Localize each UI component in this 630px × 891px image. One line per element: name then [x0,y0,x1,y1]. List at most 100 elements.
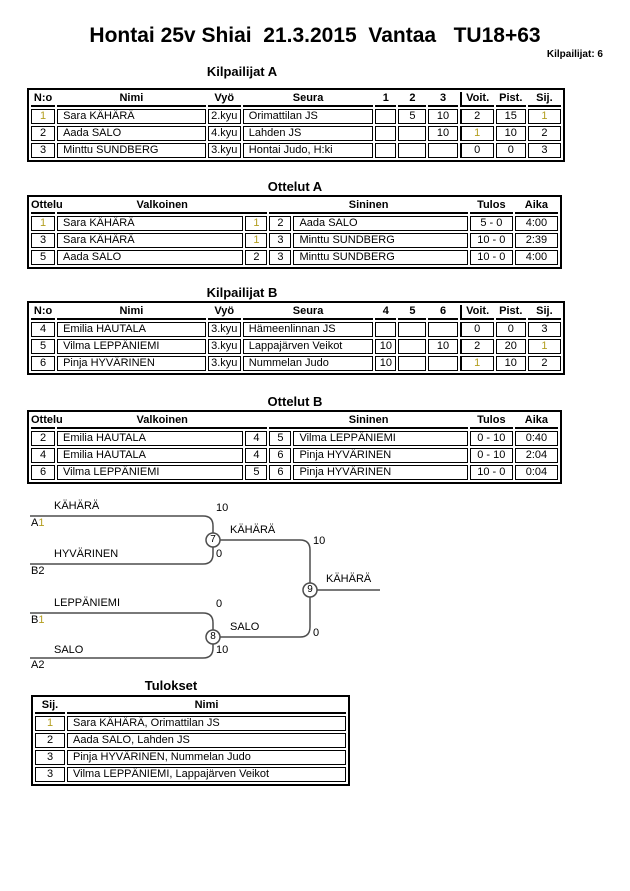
table-cell: 4 [31,322,56,337]
section-heading-tulokset: Tulokset [144,678,198,693]
bracket-entry-tag: A1 [31,517,44,530]
column-header: Vyö [207,92,241,107]
table-cell: 10 [428,339,458,354]
bracket-entry-name: LEPPÄNIEMI [54,597,121,609]
bracket-tag-letter: B [31,565,39,577]
table-cell: 3 [269,250,292,265]
column-header: 5 [398,305,427,320]
table-cell: 10 [375,356,397,371]
table-cell: Minttu SUNDBERG [57,143,206,158]
table-cell: 1 [245,233,268,248]
table-cell: 6 [31,356,56,371]
table-cell: Aada SALO [57,126,206,141]
table-cell: Aada SALO [57,250,244,265]
table-cell: 10 [495,356,526,371]
column-header: Nimi [67,699,346,714]
table-cell: 2 [459,339,494,354]
header-row: N:o Nimi Vyö Seura 4 5 6 Voit. Pist. Sij… [31,305,561,320]
column-header: Valkoinen [57,199,268,214]
bracket-tag-digit: 2 [38,659,45,671]
table-cell: 5 [245,465,268,480]
table-cell: 4 [31,448,56,463]
table-cell: Orimattilan JS [242,109,374,124]
table-cell: 3 [527,143,561,158]
table-cell: Minttu SUNDBERG [293,233,468,248]
table-cell: Hämeenlinnan JS [242,322,374,337]
table-cell: 2 [35,733,65,748]
column-header: Aika [514,199,558,214]
header-row: N:o Nimi Vyö Seura 1 2 3 Voit. Pist. Sij… [31,92,561,107]
section-heading-ottelut-a: Ottelut A [267,179,323,194]
section-heading-kilpailijat-a: Kilpailijat A [206,64,278,79]
table-cell: 5 [31,250,56,265]
table-cell: 1 [459,126,494,141]
table-cell: 3 [31,143,56,158]
bracket-score: 10 [216,644,229,656]
table-cell: 3 [31,233,56,248]
table-cell: 2:04 [514,448,558,463]
column-header: Seura [242,92,374,107]
table-cell: 0 - 10 [469,431,513,446]
table-cell: 1 [35,716,65,731]
bracket-winner-name: SALO [230,621,260,633]
table-cell: 10 - 0 [469,465,513,480]
table-cell: 1 [459,356,494,371]
table-cell: 0 [495,143,526,158]
table-cell: 0:40 [514,431,558,446]
bracket-entry-tag: A2 [31,659,44,672]
bracket-entry-tag: B1 [31,614,44,627]
column-header: Aika [514,414,558,429]
table-cell: 6 [31,465,56,480]
table-cell: 3.kyu [207,356,241,371]
column-header: Pist. [495,305,526,320]
table-cell [428,356,458,371]
bracket-score: 10 [216,502,229,514]
table-cell: Pinja HYVÄRINEN [293,448,468,463]
bracket-lines [30,515,380,659]
table-cell: 1 [527,109,561,124]
table-cell: Sara KÄHÄRÄ [57,109,206,124]
table-cell: Lahden JS [242,126,374,141]
table-cell [398,322,427,337]
table-cell [375,126,397,141]
bracket-tag-letter: A [31,517,39,529]
table-cell: 4:00 [514,216,558,231]
column-header: Valkoinen [57,414,268,429]
table-cell: 5 [31,339,56,354]
bracket-tag-digit: 1 [38,614,45,626]
table-cell: 3.kyu [207,339,241,354]
table-cell: 0:04 [514,465,558,480]
column-header: 2 [398,92,427,107]
table-cell [428,322,458,337]
column-header: Ottelu [31,414,63,429]
table-cell: 3 [35,767,65,782]
table-cell: Sara KÄHÄRÄ [57,233,244,248]
column-header: N:o [31,92,56,107]
table-cell: 4 [245,431,268,446]
table-cell: Emilia HAUTALA [57,448,244,463]
column-header: Sij. [35,699,65,714]
table-cell: Sara KÄHÄRÄ, Orimattilan JS [67,716,346,731]
bracket-winner-name: KÄHÄRÄ [326,573,372,585]
table-cell: 5 [398,109,427,124]
table-cell [375,322,397,337]
table-cell: 10 [428,109,458,124]
table-cell: 2 [31,431,56,446]
bracket-score: 10 [313,535,326,547]
column-header: Sij. [527,92,561,107]
column-header: Sininen [269,199,468,214]
table-cell: 4:00 [514,250,558,265]
bracket-tag-letter: A [31,659,39,671]
header-row: Ottelu Valkoinen Sininen Tulos Aika [31,414,558,429]
table-cell: 2 [245,250,268,265]
